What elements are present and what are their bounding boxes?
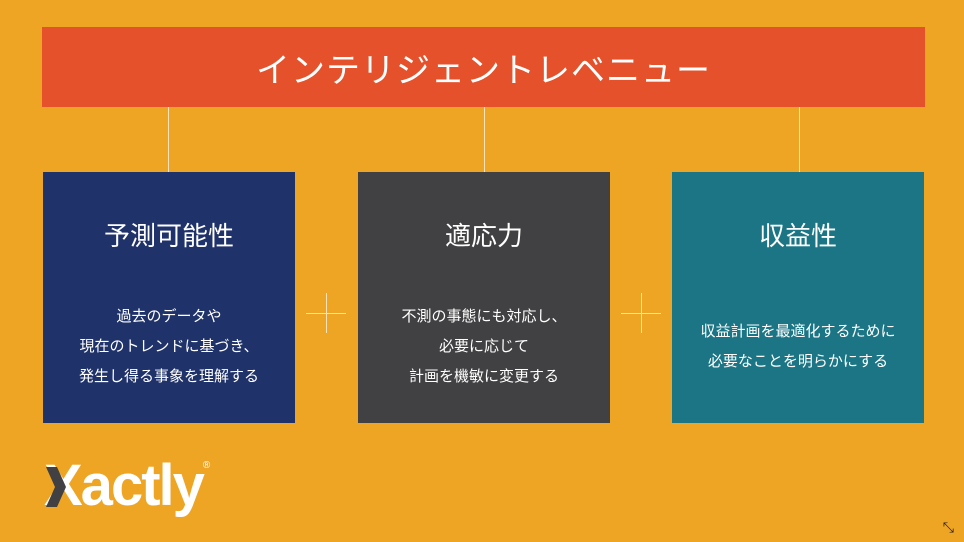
pillar-desc-line: 現在のトレンドに基づき、 xyxy=(79,336,259,355)
pillar-title: 収益性 xyxy=(758,222,837,252)
banner-title: インテリジェントレベニュー xyxy=(42,27,925,107)
xactly-logo: Xactly® xyxy=(44,452,211,519)
pillar-profitability: 収益性 収益計画を最適化するために 必要なことを明らかにする xyxy=(672,172,924,423)
plus-icon xyxy=(621,293,661,333)
registered-mark: ® xyxy=(202,460,211,471)
connector-line xyxy=(799,107,800,172)
pillar-desc-line: 発生し得る事象を理解する xyxy=(78,366,259,385)
pillar-agility: 適応力 不測の事態にも対応し、 必要に応じて 計画を機敏に変更する xyxy=(358,172,610,423)
connector-line xyxy=(484,107,485,172)
pillar-desc-line: 必要に応じて xyxy=(438,336,529,355)
pillar-desc-line: 不測の事態にも対応し、 xyxy=(401,306,567,325)
connector-line xyxy=(168,107,169,172)
pillar-desc-line: 収益計画を最適化するために xyxy=(700,321,896,340)
pillar-desc-line: 計画を機敏に変更する xyxy=(408,366,559,385)
pillar-title: 適応力 xyxy=(444,222,523,252)
exit-fullscreen-icon[interactable]: ⤡ xyxy=(942,520,954,536)
pillar-desc-line: 過去のデータや xyxy=(116,306,222,325)
pillar-title: 予測可能性 xyxy=(103,222,234,252)
pillar-predictability: 予測可能性 過去のデータや 現在のトレンドに基づき、 発生し得る事象を理解する xyxy=(43,172,295,423)
plus-icon xyxy=(306,293,346,333)
pillar-desc-line: 必要なことを明らかにする xyxy=(707,351,889,370)
logo-text: Xactly xyxy=(44,453,205,518)
